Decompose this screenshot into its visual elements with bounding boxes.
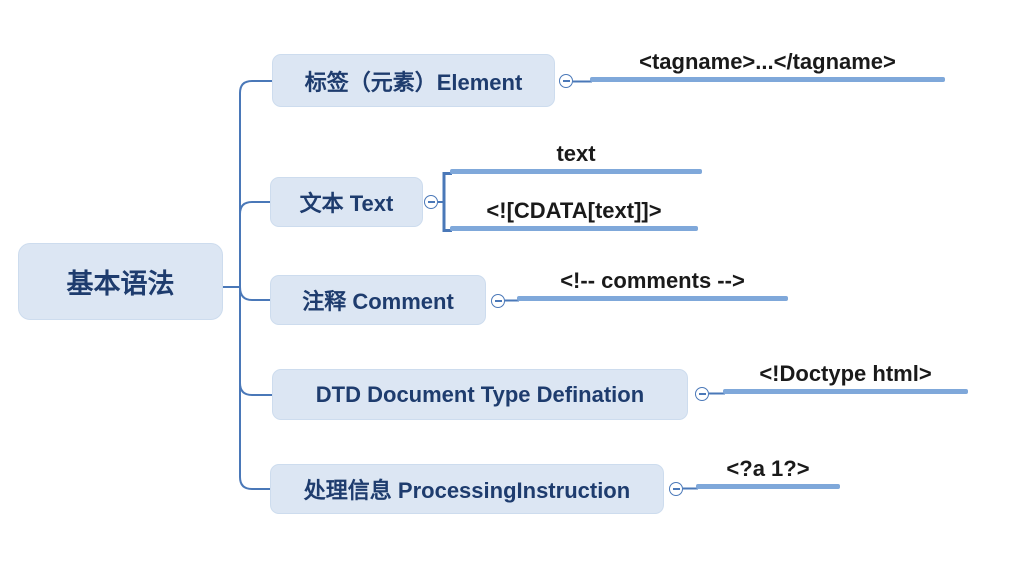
child-underline xyxy=(723,389,968,394)
topic-text[interactable]: 文本 Text xyxy=(270,177,423,227)
topic-processing-instruction[interactable]: 处理信息 ProcessingInstruction xyxy=(270,464,664,514)
collapse-toggle-comment[interactable] xyxy=(491,294,505,308)
minus-icon xyxy=(698,393,706,395)
minus-icon xyxy=(427,201,435,203)
child-tagname[interactable]: <tagname>...</tagname> xyxy=(590,47,945,82)
child-comments[interactable]: <!-- comments --> xyxy=(517,266,788,301)
child-tagname-label: <tagname>...</tagname> xyxy=(639,49,896,74)
root-topic[interactable]: 基本语法 xyxy=(18,243,223,320)
child-cdata-label: <![CDATA[text]]> xyxy=(486,198,662,223)
child-doctype-label: <!Doctype html> xyxy=(759,361,932,386)
child-text[interactable]: text xyxy=(450,139,702,174)
child-underline xyxy=(517,296,788,301)
topic-element[interactable]: 标签（元素）Element xyxy=(272,54,555,107)
minus-icon xyxy=(494,300,502,302)
minus-icon xyxy=(672,488,680,490)
child-underline xyxy=(696,484,840,489)
child-pi[interactable]: <?a 1?> xyxy=(696,454,840,489)
child-underline xyxy=(450,226,698,231)
topic-dtd[interactable]: DTD Document Type Defination xyxy=(272,369,688,420)
child-cdata[interactable]: <![CDATA[text]]> xyxy=(450,196,698,231)
child-underline xyxy=(590,77,945,82)
child-doctype[interactable]: <!Doctype html> xyxy=(723,359,968,394)
topic-comment[interactable]: 注释 Comment xyxy=(270,275,486,325)
minus-icon xyxy=(562,80,570,82)
child-text-label: text xyxy=(556,141,596,166)
collapse-toggle-text[interactable] xyxy=(424,195,438,209)
collapse-toggle-processing-instruction[interactable] xyxy=(669,482,683,496)
child-comments-label: <!-- comments --> xyxy=(560,268,745,293)
child-underline xyxy=(450,169,702,174)
child-pi-label: <?a 1?> xyxy=(726,456,810,481)
collapse-toggle-dtd[interactable] xyxy=(695,387,709,401)
collapse-toggle-element[interactable] xyxy=(559,74,573,88)
